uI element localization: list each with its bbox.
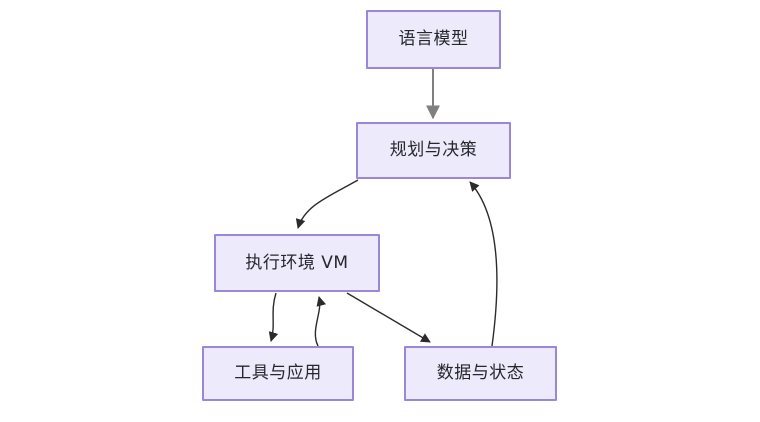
- edge-data-to-planning: [469, 181, 498, 347]
- node-execution-environment-vm[interactable]: 执行环境 VM: [214, 234, 380, 292]
- node-data-state[interactable]: 数据与状态: [404, 346, 557, 401]
- node-planning-decision[interactable]: 规划与决策: [356, 122, 511, 179]
- node-language-model[interactable]: 语言模型: [366, 10, 501, 69]
- node-label: 语言模型: [398, 29, 469, 50]
- edge-tools-to-vm: [314, 296, 326, 347]
- node-label: 规划与决策: [389, 140, 478, 161]
- edge-vm-to-tools: [268, 292, 279, 342]
- node-tools-applications[interactable]: 工具与应用: [202, 346, 354, 401]
- node-label: 数据与状态: [436, 363, 525, 384]
- edge-vm-to-data: [346, 292, 431, 343]
- node-label: 工具与应用: [234, 363, 322, 384]
- node-label: 执行环境 VM: [245, 252, 349, 273]
- edge-planning-to-vm: [295, 179, 359, 229]
